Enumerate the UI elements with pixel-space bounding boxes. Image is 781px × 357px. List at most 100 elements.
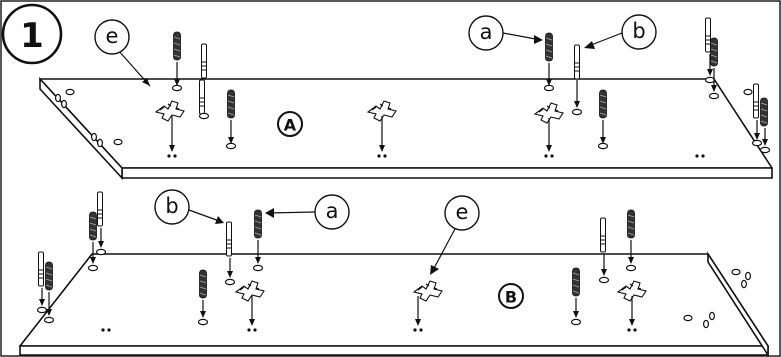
clip-detail [538, 105, 559, 113]
panel-b-front-edge [19, 345, 769, 356]
cam-hole [167, 154, 171, 158]
dowel-hole [95, 248, 107, 256]
insert-arrow-head [39, 299, 45, 306]
dowel-hole [198, 112, 210, 120]
dowel-hole [36, 306, 48, 314]
panel-b-top-face [19, 253, 769, 347]
insert-arrow-head [46, 309, 52, 316]
dowel-groove [545, 37, 553, 41]
cam-hole [701, 154, 705, 158]
dowel-groove [45, 266, 53, 270]
cam-hole [544, 154, 548, 158]
panel-a: A [39, 76, 773, 181]
cam-hole [419, 328, 423, 332]
dowel-groove [572, 284, 580, 288]
clip-detail [239, 283, 260, 291]
cam-hole [383, 154, 387, 158]
dowel-hole [571, 108, 583, 116]
insert-arrow-head [601, 269, 607, 276]
dowel-groove [545, 49, 553, 53]
cam-hole [107, 328, 111, 332]
insert-arrow-head [228, 137, 234, 144]
dowel-groove [173, 42, 181, 46]
cam-pin [705, 17, 711, 53]
arrow-head [215, 216, 224, 224]
dowel-groove [173, 48, 181, 52]
insert-arrow-head [200, 311, 206, 318]
callout-letter: a [480, 20, 493, 44]
dowel-groove [710, 60, 718, 64]
cam-pin [199, 79, 205, 115]
dowel-groove [599, 100, 607, 104]
panel-b-label-circle [498, 283, 524, 309]
callout-letter: e [106, 24, 119, 48]
face-hole [113, 138, 123, 146]
arrow-head [534, 35, 543, 44]
dowel-hole [625, 264, 637, 272]
cam-pin [226, 221, 232, 257]
face-hole [731, 268, 741, 276]
dowel-groove [599, 112, 607, 116]
dowel-hole [759, 146, 771, 154]
face-hole [743, 88, 753, 96]
edge-hole [90, 132, 97, 142]
cam-pin [600, 217, 606, 253]
dowel-groove [572, 272, 580, 276]
edge-hole [708, 311, 715, 321]
dowel-groove [254, 214, 262, 218]
insert-arrow-head [169, 145, 175, 152]
panel-b-right-edge [707, 251, 769, 357]
callout-circle [314, 194, 350, 230]
dowel-groove [760, 114, 768, 118]
dowel-groove [627, 232, 635, 236]
cam-hole [627, 328, 631, 332]
callout-a-top: a [468, 15, 543, 51]
callout-a-bottom: a [265, 194, 350, 230]
callout-circle [468, 15, 504, 51]
dowel-groove [89, 234, 97, 238]
dowel-hole [751, 139, 763, 147]
insert-arrow-head [762, 139, 768, 146]
edge-hole [54, 93, 61, 103]
connector-clip [234, 280, 265, 302]
dowel-groove [199, 286, 207, 290]
dowel-groove [227, 94, 235, 98]
callout-letter: b [632, 19, 645, 43]
step-number: 1 [20, 16, 44, 56]
cam-hole [173, 154, 177, 158]
dowel-hole [597, 142, 609, 150]
connector-clip [616, 280, 647, 302]
dowel-groove [227, 112, 235, 116]
connector-clip [412, 280, 443, 302]
dowel-hole [570, 318, 582, 326]
cam-hole [253, 328, 257, 332]
insert-arrow-head [379, 145, 385, 152]
cam-hole [633, 328, 637, 332]
insert-arrow-head [573, 311, 579, 318]
insert-arrow-head [98, 241, 104, 248]
callout-e-bottom: e [430, 195, 480, 275]
cam-pin [753, 83, 759, 119]
callout-circle [94, 19, 130, 55]
cam-pin [574, 44, 580, 80]
insert-arrow-head [711, 85, 717, 92]
face-hole [683, 314, 693, 322]
dowel-groove [45, 272, 53, 276]
connector-clip [366, 100, 397, 122]
dowel-groove [760, 102, 768, 106]
connector-clip [533, 102, 564, 124]
dowel-groove [199, 280, 207, 284]
callout-e-top: e [94, 19, 151, 87]
cam-hole [247, 328, 251, 332]
dowel-groove [199, 274, 207, 278]
edge-hole [740, 279, 747, 289]
dowel-hole [598, 276, 610, 284]
cam-hole [377, 154, 381, 158]
dowel-groove [254, 232, 262, 236]
insert-arrow-head [754, 133, 760, 140]
panel-a-label: A [284, 116, 297, 135]
panel-b-label: B [505, 288, 517, 307]
insert-arrow-head [546, 145, 552, 152]
